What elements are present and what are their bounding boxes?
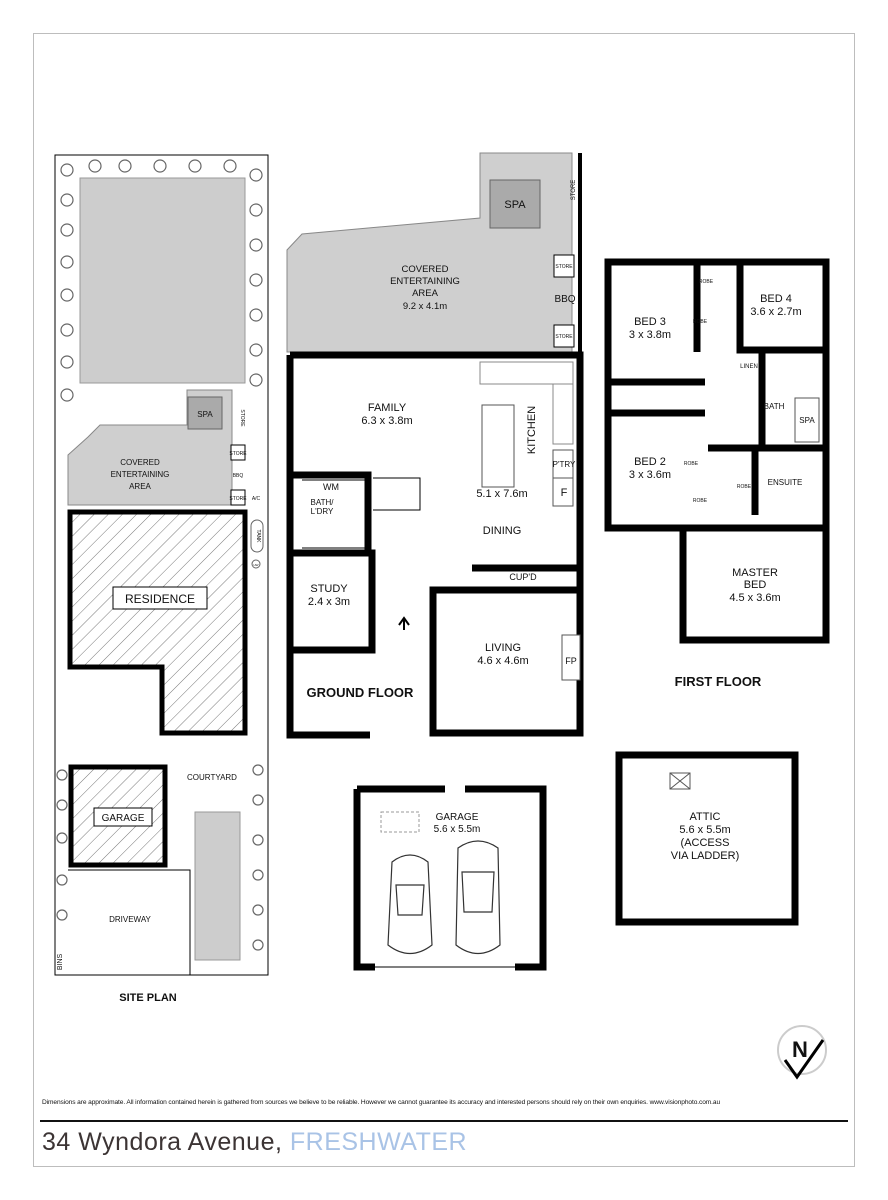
site-spa-label: SPA [197, 410, 213, 419]
ensuite-label: ENSUITE [768, 478, 803, 487]
plant-icons [56, 159, 264, 951]
fridge-label: F [561, 487, 568, 499]
site-plan: SPA STORE STORE BBQ STORE COVERED ENTERT… [54, 154, 269, 1004]
bath-label: BATH [764, 402, 785, 411]
cupboard-label: CUP'D [509, 572, 537, 582]
gf-covered-label: 9.2 x 4.1m [403, 301, 447, 312]
suburb: FRESHWATER [289, 1128, 468, 1156]
gf-covered-label: ENTERTAINING [390, 276, 460, 287]
bins-label: BINS [57, 954, 64, 971]
car-icon [387, 854, 433, 955]
family-label: FAMILY [368, 402, 407, 414]
gf-spa-label: SPA [504, 199, 526, 211]
fireplace-label: FP [565, 656, 577, 666]
kitchen-dining-size: 5.1 x 7.6m [476, 488, 527, 500]
first-floor: BED 3 3 x 3.8m BED 4 3.6 x 2.7m BED 2 3 … [604, 258, 830, 689]
study-size: 2.4 x 3m [308, 596, 350, 608]
site-covered-label: COVERED [120, 458, 160, 467]
ac-label: A/C [252, 496, 261, 502]
family-size: 6.3 x 3.8m [361, 415, 412, 427]
bath-laundry-label: BATH/ [311, 498, 335, 507]
address-line: 34 Wyndora Avenue, FRESHWATER [42, 1128, 467, 1157]
robe-label: ROBE [693, 498, 708, 504]
north-label: N [792, 1037, 808, 1062]
gf-covered-label: AREA [412, 288, 439, 299]
street-address: 34 Wyndora Avenue, [42, 1128, 283, 1156]
site-garage-label: GARAGE [102, 813, 145, 824]
entry-arrow-icon [398, 616, 410, 630]
garage-size: 5.6 x 5.5m [434, 824, 481, 835]
site-plan-title: SITE PLAN [119, 992, 177, 1004]
bed3-label: BED 3 [634, 316, 666, 328]
residence [67, 509, 248, 736]
ground-floor-title: GROUND FLOOR [307, 685, 414, 700]
car-icon [455, 840, 501, 955]
gf-bbq-label: BBQ [554, 294, 575, 305]
ff-spa-label: SPA [799, 416, 815, 425]
linen-label: LINEN [740, 364, 758, 370]
dining-label: DINING [483, 525, 522, 537]
gf-spa [489, 179, 541, 229]
site-path [194, 811, 241, 961]
master-size: 4.5 x 3.6m [729, 592, 780, 604]
driveway-label: DRIVEWAY [109, 915, 151, 924]
site-covered-label: AREA [129, 482, 151, 491]
hw-label: HW [254, 563, 259, 567]
residence-label: RESIDENCE [125, 592, 195, 606]
courtyard-label: COURTYARD [187, 773, 237, 782]
bed2-size: 3 x 3.6m [629, 469, 671, 481]
site-spa [187, 396, 223, 430]
site-store-label: STORE [239, 409, 245, 427]
robe-label: ROBE [693, 319, 708, 325]
bed4-label: BED 4 [760, 293, 792, 305]
robe-label: ROBE [684, 461, 699, 467]
kitchen-label: KITCHEN [526, 406, 538, 454]
tank-label: TANK [255, 530, 261, 544]
living-size: 4.6 x 4.6m [477, 655, 528, 667]
site-store-label: STORE [229, 451, 247, 457]
bed3-size: 3 x 3.8m [629, 329, 671, 341]
living-label: LIVING [485, 642, 521, 654]
gf-store-label: STORE [555, 264, 573, 270]
bed2-label: BED 2 [634, 456, 666, 468]
gf-store-label: STORE [555, 334, 573, 340]
site-store-label: STORE [229, 496, 247, 502]
robe-label: ROBE [737, 484, 752, 490]
kitchen-island [481, 404, 515, 488]
bed4-size: 3.6 x 2.7m [750, 306, 801, 318]
ground-floor: SPA STORE STORE BBQ STORE COVERED ENTERT… [286, 152, 584, 739]
garage-plan: GARAGE 5.6 x 5.5m [353, 785, 547, 971]
page-frame [33, 33, 855, 1167]
north-arrow-icon: N [777, 1025, 827, 1080]
site-bbq-label: BBQ [233, 473, 244, 479]
gf-store-label: STORE [571, 180, 577, 201]
wm-label: WM [323, 482, 339, 492]
master-label: BED [744, 579, 767, 591]
attic-label: ATTIC [690, 811, 721, 823]
gf-covered-label: COVERED [402, 264, 449, 275]
attic-plan: ATTIC 5.6 x 5.5m (ACCESS VIA LADDER) [615, 751, 799, 926]
attic-access: VIA LADDER) [671, 850, 739, 862]
attic-access: (ACCESS [681, 837, 730, 849]
study-label: STUDY [310, 583, 348, 595]
attic-size: 5.6 x 5.5m [679, 824, 730, 836]
footer-divider [40, 1120, 848, 1122]
master-label: MASTER [732, 567, 778, 579]
robe-label: ROBE [699, 279, 714, 285]
disclaimer: Dimensions are approximate. All informat… [42, 1099, 721, 1106]
first-floor-title: FIRST FLOOR [675, 674, 762, 689]
garage-label: GARAGE [436, 812, 479, 823]
pool-lawn [79, 177, 246, 384]
site-covered-label: ENTERTAINING [111, 470, 170, 479]
bath-laundry-label: L'DRY [311, 507, 334, 516]
pantry-label: P'TRY [553, 460, 576, 469]
